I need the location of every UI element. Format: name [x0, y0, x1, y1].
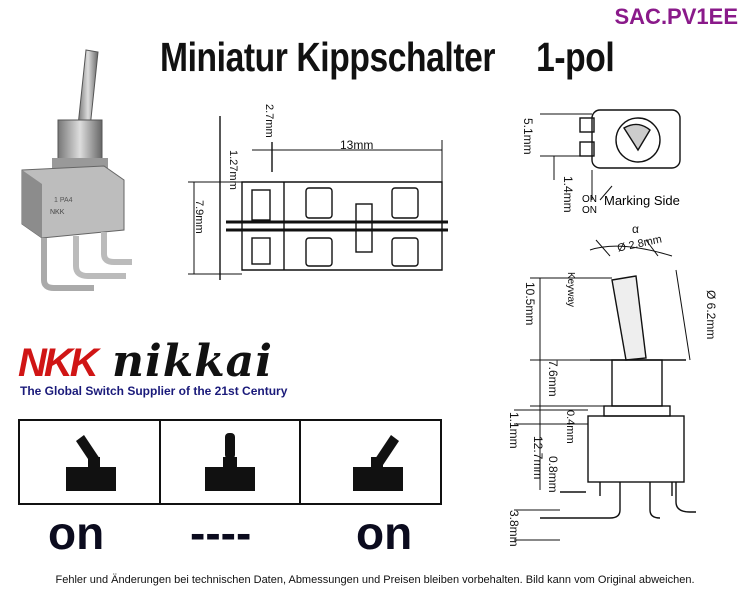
product-code: SAC.PV1EE — [614, 4, 739, 29]
dim-0-8: 0.8mm — [546, 456, 560, 493]
position-cell-center — [161, 421, 302, 503]
marking-on-labels: ON ON — [582, 194, 597, 216]
dim-6-2: Ø 6.2mm — [704, 290, 718, 340]
brand-name: nikkai — [112, 336, 273, 387]
lever-center-icon — [204, 433, 255, 491]
dim-13: 13mm — [340, 138, 374, 152]
dim-7-6: 7.6mm — [546, 360, 560, 397]
position-label-right: on — [356, 507, 413, 559]
dim-3-8: 3.8mm — [507, 510, 521, 547]
dim-10-5: 10.5mm — [523, 282, 537, 326]
dim-1-4: 1.4mm — [561, 176, 575, 213]
side-view-drawing — [188, 116, 448, 280]
switch-positions-table — [18, 419, 442, 505]
position-cell-right — [301, 421, 440, 503]
marking-on-top: ON — [582, 194, 597, 205]
position-cell-left — [20, 421, 161, 503]
dim-12-7: 12.7mm — [531, 436, 545, 480]
dim-2-7: 2.7mm — [263, 104, 275, 138]
svg-text:NKK: NKK — [50, 209, 65, 216]
nkk-logo: NKK — [18, 341, 105, 384]
dim-0-4: 0.4mm — [564, 410, 576, 444]
lever-left-icon — [66, 435, 116, 491]
dim-1-1: 1.1mm — [507, 412, 521, 449]
marking-side-label: Marking Side — [604, 193, 680, 208]
position-label-center: ---- — [190, 507, 252, 559]
svg-text:1 PA4: 1 PA4 — [54, 197, 73, 204]
brand-tagline: The Global Switch Supplier of the 21st C… — [20, 384, 288, 398]
dim-1-27: 1.27mm — [227, 150, 239, 190]
title-poles: 1-pol — [536, 34, 615, 80]
title-main: Miniatur Kippschalter — [160, 34, 496, 80]
dim-7-9: 7.9mm — [193, 200, 205, 234]
disclaimer-footer: Fehler und Änderungen bei technischen Da… — [55, 574, 695, 586]
switch-photo: 1 PA4 NKK — [21, 49, 132, 291]
nkk-logo-text: NKK — [18, 341, 102, 384]
top-view-drawing — [540, 109, 681, 201]
position-label-left: on — [48, 507, 105, 559]
page-title: Miniatur Kippschalter 1-pol — [160, 34, 615, 81]
marking-on-bottom: ON — [582, 205, 597, 216]
keyway-label: Keyway — [565, 272, 576, 308]
lever-right-icon — [353, 435, 404, 491]
alpha-angle: α — [632, 222, 639, 236]
front-view-drawing — [514, 239, 696, 541]
dim-5-1: 5.1mm — [521, 118, 535, 155]
